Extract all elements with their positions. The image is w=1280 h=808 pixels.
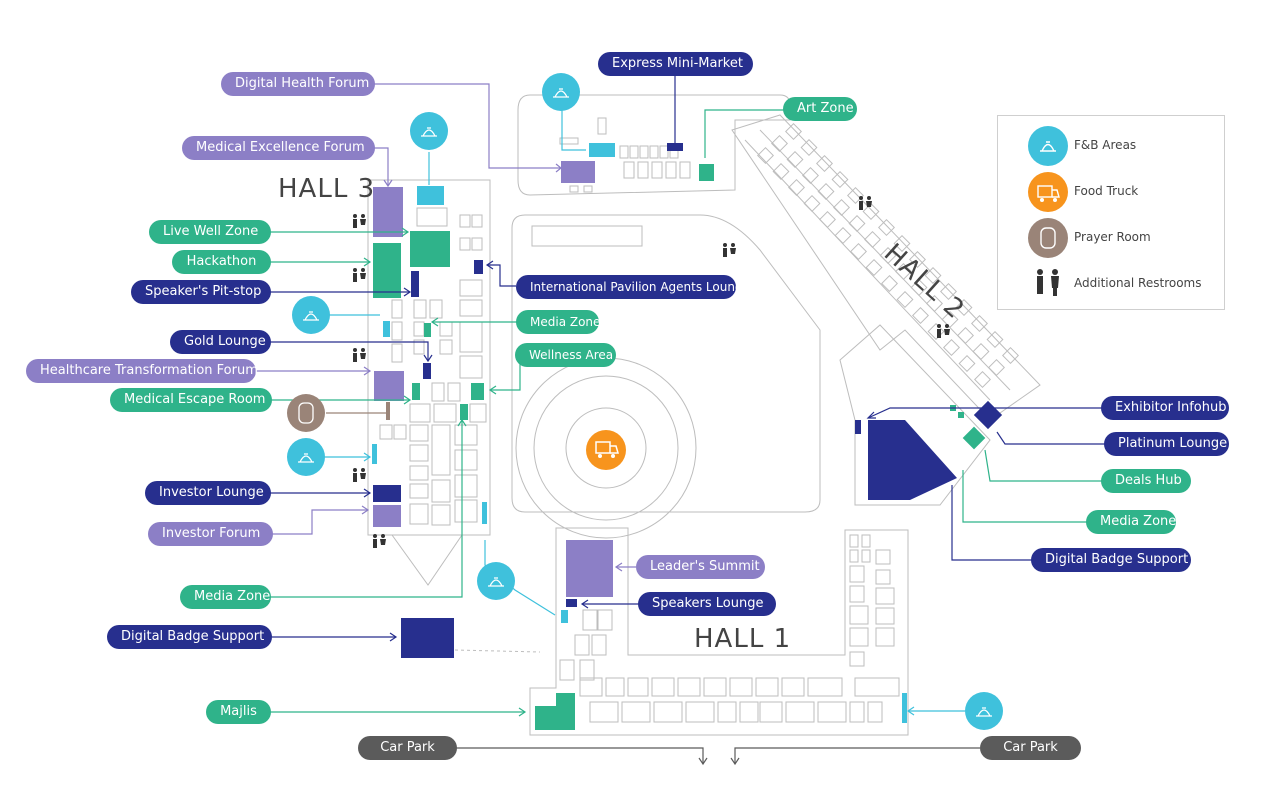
speakers-lounge-label[interactable]: Speakers Lounge <box>638 592 776 616</box>
gold-lounge-label[interactable]: Gold Lounge <box>170 330 271 354</box>
hall-2-stall <box>864 231 881 248</box>
food-truck-icon <box>1028 172 1068 212</box>
hall-2-stall <box>816 155 833 172</box>
hall-2-stall <box>833 199 850 216</box>
majlis-label[interactable]: Majlis <box>206 700 271 724</box>
wellness-area-label[interactable]: Wellness Area <box>515 343 616 367</box>
digital-badge-support-left-label[interactable]: Digital Badge Support <box>107 625 272 649</box>
medical-escape-room-label[interactable]: Medical Escape Room <box>110 388 272 412</box>
hall-2-stall <box>757 147 774 164</box>
media-zone-right-label[interactable]: Media Zone <box>1086 510 1176 534</box>
car-park-right-label[interactable]: Car Park <box>980 736 1081 760</box>
hall-2-stall <box>893 235 911 252</box>
digital-badge-support-block <box>401 618 454 658</box>
hall-2-stall <box>803 195 821 212</box>
hall-2-stall <box>924 267 942 284</box>
platinum-lounge-label[interactable]: Platinum Lounge <box>1104 432 1229 456</box>
hall-2-stall <box>926 295 943 312</box>
callout-connectors <box>255 76 1105 764</box>
hall-2-stall <box>785 123 802 140</box>
hall-2-stall <box>909 251 926 268</box>
hall-2-zones <box>855 400 1003 500</box>
legend-label-restrooms: Additional Restrooms <box>1074 276 1202 290</box>
legend-label-fb: F&B Areas <box>1074 138 1137 152</box>
hall-2-stall <box>772 163 790 180</box>
hall-2-stall <box>771 135 788 152</box>
hall-2-stall <box>896 291 914 308</box>
hall-2-stall <box>862 203 880 220</box>
hall-2-stall <box>878 219 895 236</box>
hall-2-stall <box>879 247 897 264</box>
deals-hub-label[interactable]: Deals Hub <box>1101 469 1191 493</box>
media-zone-left-label[interactable]: Media Zone <box>180 585 271 609</box>
hall-2-stall <box>834 227 852 244</box>
hall-2-stall <box>865 259 883 276</box>
car-park-left-label[interactable]: Car Park <box>358 736 457 760</box>
media-zone-center-label[interactable]: Media Zone <box>516 310 600 334</box>
hall-2-stall <box>895 263 912 280</box>
hall-2-stall <box>788 179 805 196</box>
walkway <box>454 649 541 653</box>
hall-2-stall <box>957 327 974 344</box>
hall-2-stall <box>988 359 1005 376</box>
legend-label-food-truck: Food Truck <box>1074 184 1139 198</box>
hackathon-label[interactable]: Hackathon <box>172 250 271 274</box>
live-well-zone-label[interactable]: Live Well Zone <box>149 220 271 244</box>
digital-badge-support-right-label[interactable]: Digital Badge Support <box>1031 548 1191 572</box>
healthcare-transformation-forum-label[interactable]: Healthcare Transformation Forum <box>26 359 258 383</box>
leaders-summit-label[interactable]: Leader's Summit <box>636 555 765 579</box>
food-truck-marker <box>586 430 626 470</box>
medical-excellence-forum-label[interactable]: Medical Excellence Forum <box>182 136 375 160</box>
hall-2-stall <box>941 311 959 328</box>
hall-2-stall <box>817 183 835 200</box>
hall-2-stall <box>943 339 960 356</box>
map-legend: F&B Areas Food Truck Prayer Room Additio… <box>997 115 1225 310</box>
art-zone-label[interactable]: Art Zone <box>783 97 857 121</box>
hall-2-stall <box>848 215 866 232</box>
fb-markers <box>287 73 1003 730</box>
hall-2-stall <box>974 371 991 388</box>
hall-2-stall <box>958 355 976 372</box>
investor-lounge-label[interactable]: Investor Lounge <box>145 481 271 505</box>
express-mini-market-label[interactable]: Express Mini-Market <box>598 52 753 76</box>
central-plaza <box>511 214 821 539</box>
hall-2-stall <box>986 331 1004 348</box>
top-building-zones <box>561 143 714 183</box>
hall-2-stall <box>955 299 973 316</box>
hall-2-stall <box>847 187 864 204</box>
hall-1-building <box>529 527 909 736</box>
hall-3-label: HALL 3 <box>278 174 376 204</box>
hall-2-stall <box>850 243 867 260</box>
hall-1-zones <box>535 540 907 730</box>
hall-2-stall <box>1002 347 1019 364</box>
top-building <box>517 94 791 196</box>
hall-2-stall <box>800 139 818 156</box>
prayer-room-marker <box>287 394 325 432</box>
investor-forum-label[interactable]: Investor Forum <box>148 522 273 546</box>
legend-label-prayer-room: Prayer Room <box>1074 230 1151 244</box>
digital-health-forum-label[interactable]: Digital Health Forum <box>221 72 375 96</box>
hall-2-stall <box>910 279 928 296</box>
restroom-markers <box>353 196 950 548</box>
hall-2-stall <box>819 211 836 228</box>
exhibitor-infohub-label[interactable]: Exhibitor Infohub <box>1101 396 1229 420</box>
hall-2-stall <box>971 315 988 332</box>
speakers-pitstop-label[interactable]: Speaker's Pit-stop <box>131 280 271 304</box>
hall-2-stall <box>940 283 957 300</box>
hall-1-label: HALL 1 <box>694 624 792 654</box>
arrow-heads <box>361 163 915 766</box>
restroom-icon <box>1028 264 1068 304</box>
fb-glyphs <box>298 88 992 717</box>
hall-2-stall <box>972 343 990 360</box>
hall-2-stall <box>786 151 804 168</box>
fb-icon <box>1028 126 1068 166</box>
hall-2-stall <box>802 167 819 184</box>
prayer-room-icon <box>1028 218 1068 258</box>
hall-2-stall <box>831 171 849 188</box>
international-pavilion-label[interactable]: International Pavilion Agents Lounge <box>516 275 750 299</box>
hall-2-stall <box>881 275 898 292</box>
hall-3-zones <box>372 186 487 527</box>
hall-2-stall <box>912 307 929 324</box>
